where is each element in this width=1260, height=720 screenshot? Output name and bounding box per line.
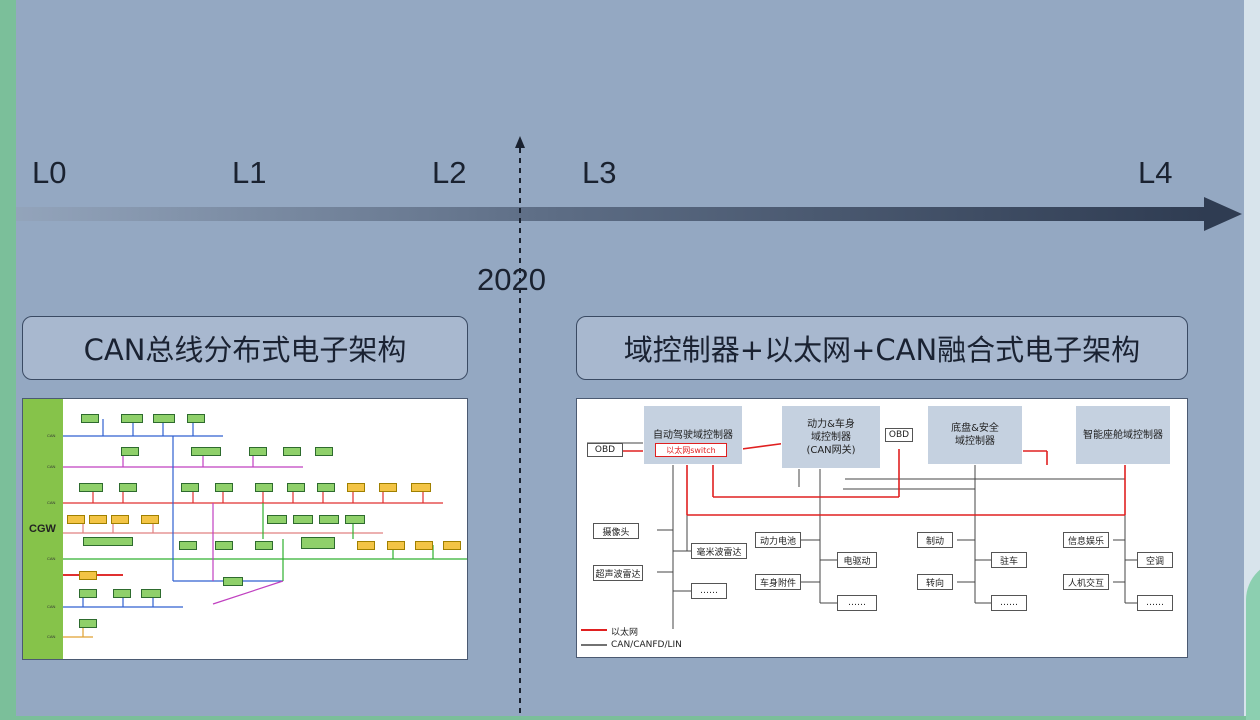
ecu-node xyxy=(267,515,287,524)
obd-port-left: OBD xyxy=(587,443,623,457)
node-mmwave-radar: 毫米波雷达 xyxy=(691,543,747,559)
level-l4: L4 xyxy=(1138,155,1173,190)
ecu-node xyxy=(347,483,365,492)
ecu-node xyxy=(79,571,97,580)
power-body-domain: 动力&车身 域控制器 (CAN网关) xyxy=(781,405,881,469)
ecu-node xyxy=(79,619,97,628)
can-bus-label: CAN xyxy=(47,604,56,609)
ecu-node xyxy=(113,589,131,598)
timeline-arrow-shaft xyxy=(16,207,1206,221)
cgw-label: CGW xyxy=(29,523,56,535)
can-bus-label: CAN xyxy=(47,500,56,505)
node-body-accessory: 车身附件 xyxy=(755,574,801,590)
ecu-node xyxy=(89,515,107,524)
ecu-node xyxy=(215,541,233,550)
node-placeholder: …… xyxy=(691,583,727,599)
level-l2: L2 xyxy=(432,155,467,190)
year-label: 2020 xyxy=(477,262,546,297)
ecu-node xyxy=(179,541,197,550)
legend-can-label: CAN/CANFD/LIN xyxy=(611,640,682,650)
ecu-node xyxy=(191,447,221,456)
ecu-node xyxy=(79,483,103,492)
ecu-node xyxy=(67,515,85,524)
ecu-node xyxy=(141,515,159,524)
ecu-node xyxy=(319,515,339,524)
ecu-node xyxy=(387,541,405,550)
node-air-conditioning: 空调 xyxy=(1137,552,1173,568)
ethernet-switch: 以太网switch xyxy=(655,443,727,457)
ecu-node xyxy=(181,483,199,492)
ecu-node xyxy=(153,414,175,423)
ecu-node xyxy=(223,577,243,586)
right-architecture-title: 域控制器+以太网+CAN融合式电子架构 xyxy=(576,316,1188,380)
legend-ethernet-label: 以太网 xyxy=(611,628,639,638)
timeline-arrow-head xyxy=(1204,197,1242,231)
node-battery: 动力电池 xyxy=(755,532,801,548)
can-bus-label: CAN xyxy=(47,556,56,561)
ecu-node xyxy=(119,483,137,492)
node-ultrasonic-radar: 超声波雷达 xyxy=(593,565,643,581)
can-bus-label: CAN xyxy=(47,634,56,639)
chassis-safety-domain: 底盘&安全 域控制器 xyxy=(927,405,1023,465)
ecu-node xyxy=(81,414,99,423)
can-bus-label: CAN xyxy=(47,433,56,438)
ecu-node xyxy=(293,515,313,524)
ecu-node xyxy=(255,541,273,550)
ecu-node xyxy=(111,515,129,524)
ecu-node xyxy=(79,589,97,598)
right-edge-strip xyxy=(1244,0,1260,716)
cgw-gateway-bar xyxy=(23,399,63,659)
year-divider-arrowhead xyxy=(515,136,525,148)
ecu-node xyxy=(249,447,267,456)
ecu-node xyxy=(415,541,433,550)
ecu-node xyxy=(287,483,305,492)
node-steering: 转向 xyxy=(917,574,953,590)
node-infotainment: 信息娱乐 xyxy=(1063,532,1109,548)
node-parking: 驻车 xyxy=(991,552,1027,568)
ecu-node xyxy=(187,414,205,423)
node-camera: 摄像头 xyxy=(593,523,639,539)
smart-cockpit-domain: 智能座舱域控制器 xyxy=(1075,405,1171,465)
right-corner-decoration xyxy=(1246,560,1260,720)
node-hmi: 人机交互 xyxy=(1063,574,1109,590)
ecu-node xyxy=(315,447,333,456)
node-placeholder: …… xyxy=(991,595,1027,611)
ecu-node xyxy=(317,483,335,492)
node-placeholder: …… xyxy=(1137,595,1173,611)
timeline-svg xyxy=(16,136,1242,716)
ecu-node xyxy=(255,483,273,492)
node-motor: 电驱动 xyxy=(837,552,877,568)
ecu-node xyxy=(83,537,133,546)
domain-controller-diagram: 自动驾驶域控制器 以太网switch 动力&车身 域控制器 (CAN网关) 底盘… xyxy=(576,398,1188,658)
ecu-node xyxy=(443,541,461,550)
level-l3: L3 xyxy=(582,155,617,190)
node-placeholder: …… xyxy=(837,595,877,611)
ecu-node xyxy=(345,515,365,524)
ecu-node xyxy=(215,483,233,492)
ecu-node xyxy=(283,447,301,456)
level-l0: L0 xyxy=(32,155,67,190)
ecu-node xyxy=(121,447,139,456)
ecu-node xyxy=(141,589,161,598)
can-distributed-diagram: CGW xyxy=(22,398,468,660)
obd-port-right: OBD xyxy=(885,428,913,442)
left-architecture-title: CAN总线分布式电子架构 xyxy=(22,316,468,380)
ecu-node xyxy=(411,483,431,492)
ecu-node xyxy=(379,483,397,492)
level-l1: L1 xyxy=(232,155,267,190)
ecu-node xyxy=(121,414,143,423)
can-bus-label: CAN xyxy=(47,464,56,469)
ecu-node xyxy=(357,541,375,550)
node-brake: 制动 xyxy=(917,532,953,548)
ecu-node xyxy=(301,537,335,549)
